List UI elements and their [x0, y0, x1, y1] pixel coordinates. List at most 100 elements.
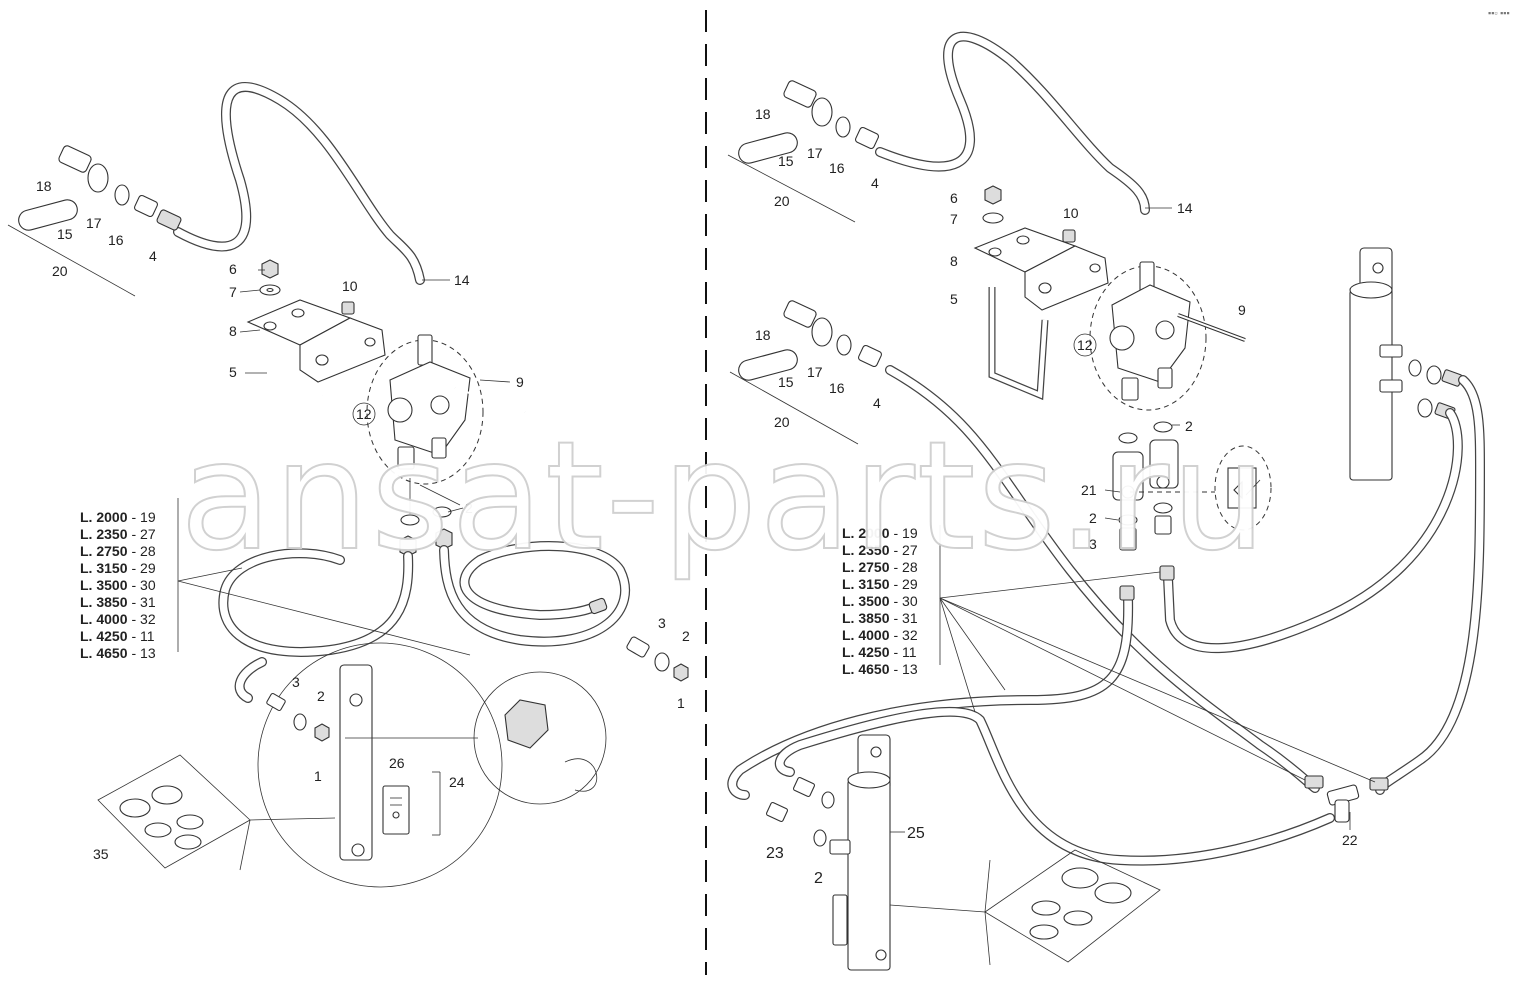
left-callout-1b: 1 — [314, 768, 322, 784]
right-length: L. 4250 — [842, 644, 890, 660]
left-seal-kit — [97, 754, 336, 871]
corner-mark: ▪▪▫ ▪▪▪ — [1488, 8, 1510, 18]
left-length: L. 3500 — [80, 577, 128, 593]
right-table-leaders — [939, 525, 1376, 783]
left-part: - 28 — [131, 543, 155, 559]
left-callout-3b: 3 — [292, 674, 300, 690]
right-callout-20a: 20 — [774, 193, 790, 209]
right-check-valves — [1112, 421, 1272, 551]
left-length: L. 4250 — [80, 628, 128, 644]
left-callout-24: 24 — [449, 774, 465, 790]
right-coupler-group-mid — [729, 300, 883, 445]
right-hose-long-4 — [727, 593, 1134, 800]
left-callout-26: 26 — [389, 755, 405, 771]
left-length: L. 4000 — [80, 611, 128, 627]
left-callout-12: 12 — [356, 406, 372, 422]
left-cylinder-fittings — [234, 657, 330, 742]
right-part: - 31 — [893, 610, 917, 626]
left-part: - 31 — [131, 594, 155, 610]
right-hose-top — [875, 31, 1150, 215]
left-length: L. 4650 — [80, 645, 128, 661]
right-callout-12: 12 — [1077, 337, 1093, 353]
left-leaders — [239, 269, 511, 513]
right-callout-21: 21 — [1081, 482, 1097, 498]
right-callout-25: 25 — [907, 825, 925, 842]
right-callout-18a: 18 — [755, 106, 771, 122]
svg-text:L. 4000- 32: L. 4000- 32 — [80, 611, 156, 627]
left-part: - 13 — [131, 645, 155, 661]
left-length: L. 2000 — [80, 509, 128, 525]
right-cylinder-lower — [765, 734, 891, 971]
right-length: L. 4650 — [842, 661, 890, 677]
left-callout-18: 18 — [36, 178, 52, 194]
right-length: L. 3850 — [842, 610, 890, 626]
right-valve — [1089, 261, 1246, 411]
right-bracket — [973, 185, 1109, 401]
left-length: L. 3150 — [80, 560, 128, 576]
left-coiled-hose-2 — [439, 541, 630, 647]
right-callout-2a: 2 — [1185, 418, 1193, 434]
right-part: - 19 — [893, 525, 917, 541]
left-nut-washer — [259, 259, 355, 315]
left-part: - 29 — [131, 560, 155, 576]
right-callout-20b: 20 — [774, 414, 790, 430]
right-length: L. 4000 — [842, 627, 890, 643]
right-length: L. 2000 — [842, 525, 890, 541]
left-callout-4: 4 — [149, 248, 157, 264]
right-leaders — [890, 207, 1351, 833]
right-callout-17a: 17 — [807, 145, 823, 161]
right-callout-8: 8 — [950, 253, 958, 269]
left-length: L. 2350 — [80, 526, 128, 542]
right-callout-3: 3 — [1089, 536, 1097, 552]
right-callout-22: 22 — [1342, 832, 1358, 848]
left-callout-9: 9 — [516, 374, 524, 390]
left-end-fittings — [626, 636, 689, 682]
left-callout-10: 10 — [342, 278, 358, 294]
right-callout-5: 5 — [950, 291, 958, 307]
svg-text:L. 4000- 32: L. 4000- 32 — [842, 627, 918, 643]
right-cylinder-upper — [1349, 247, 1463, 481]
svg-text:L. 3150- 29: L. 3150- 29 — [842, 576, 918, 592]
svg-text:L. 2350- 27: L. 2350- 27 — [80, 526, 156, 542]
right-hose-long-5 — [774, 706, 1335, 866]
left-callout-14: 14 — [454, 272, 470, 288]
left-callout-6: 6 — [229, 261, 237, 277]
svg-text:L. 3500- 30: L. 3500- 30 — [842, 593, 918, 609]
right-tee-fitting — [1119, 565, 1389, 823]
left-length: L. 3850 — [80, 594, 128, 610]
left-callout-2c: 2 — [317, 688, 325, 704]
left-callout-17: 17 — [86, 215, 102, 231]
svg-text:L. 2000- 19: L. 2000- 19 — [842, 525, 918, 541]
left-callout-8: 8 — [229, 323, 237, 339]
left-coiled-hose-1 — [218, 548, 414, 657]
svg-text:L. 3850- 31: L. 3850- 31 — [842, 610, 918, 626]
left-hose-top — [173, 82, 425, 285]
right-callout-7: 7 — [950, 211, 958, 227]
svg-text:L. 3850- 31: L. 3850- 31 — [80, 594, 156, 610]
right-hose-long-3 — [1163, 408, 1463, 654]
right-callout-9: 9 — [1238, 302, 1246, 318]
right-callout-16a: 16 — [829, 160, 845, 176]
right-length-table: L. 2000- 19 L. 2350- 27 L. 2750- 28 L. 3… — [842, 525, 918, 677]
left-part: - 30 — [131, 577, 155, 593]
watermark: ansat-parts.ru — [180, 410, 1268, 584]
right-length: L. 2750 — [842, 559, 890, 575]
right-part: - 29 — [893, 576, 917, 592]
right-callout-10: 10 — [1063, 205, 1079, 221]
right-coupler-group-top — [727, 80, 880, 223]
right-callout-17b: 17 — [807, 364, 823, 380]
svg-text:L. 4650- 13: L. 4650- 13 — [80, 645, 156, 661]
left-callout-15: 15 — [57, 226, 73, 242]
left-cylinder-detail — [257, 642, 607, 888]
right-callout-2c: 2 — [814, 870, 823, 887]
right-part: - 11 — [893, 644, 916, 660]
right-callout-16b: 16 — [829, 380, 845, 396]
left-part: - 11 — [131, 628, 154, 644]
right-callout-4b: 4 — [873, 395, 881, 411]
right-hose-long-2 — [1375, 375, 1485, 795]
right-length: L. 2350 — [842, 542, 890, 558]
left-part: - 19 — [131, 509, 155, 525]
svg-text:L. 4250- 11: L. 4250- 11 — [842, 644, 917, 660]
left-length-table: L. 2000- 19 L. 2350- 27 L. 2750- 28 L. 3… — [80, 509, 156, 661]
